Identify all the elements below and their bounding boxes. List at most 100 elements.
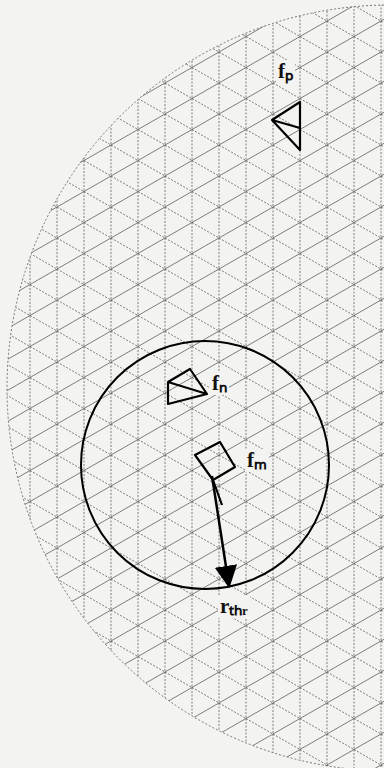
mesh-edge	[246, 176, 273, 192]
mesh-edge	[138, 657, 139, 688]
mesh-edge	[30, 316, 57, 332]
mesh-edge	[246, 502, 247, 533]
mesh-edge	[30, 533, 57, 549]
mesh-edge	[84, 750, 111, 766]
mesh-edge	[381, 719, 384, 735]
mesh-edge	[111, 672, 138, 688]
mesh-edge	[354, 657, 381, 673]
mesh-edge	[219, 424, 246, 440]
mesh-edge	[192, 595, 193, 626]
mesh-edge	[192, 254, 219, 270]
mesh-edge	[57, 52, 58, 83]
mesh-edge	[111, 83, 112, 114]
mesh-edge	[246, 21, 273, 37]
mesh-edge	[300, 486, 327, 502]
mesh-edge	[354, 300, 381, 316]
mesh-edge	[3, 688, 30, 704]
mesh-edge	[354, 161, 381, 177]
mesh-edge	[3, 579, 4, 610]
mesh-edge	[138, 378, 139, 409]
mesh-edge	[165, 393, 166, 424]
mesh-edge	[354, 502, 355, 533]
mesh-edge	[3, 424, 4, 455]
mesh-edge	[84, 564, 111, 580]
mesh-edge	[192, 145, 219, 161]
mesh-edge	[192, 657, 219, 673]
mesh-edge	[300, 285, 301, 316]
mesh-edge	[300, 161, 301, 192]
mesh-edge	[84, 114, 111, 130]
mesh-edge	[354, 52, 381, 68]
mesh-edge	[84, 595, 85, 626]
mesh-edge	[246, 192, 247, 223]
mesh-edge	[219, 68, 246, 84]
mesh-edge	[327, 145, 328, 176]
mesh-edge	[165, 269, 192, 285]
mesh-edge	[381, 316, 384, 332]
mesh-edge	[165, 595, 192, 611]
mesh-edge	[300, 52, 327, 68]
mesh-edge	[57, 130, 84, 146]
mesh-edge	[192, 161, 193, 192]
mesh-edge	[327, 362, 328, 393]
mesh-edge	[165, 254, 192, 270]
mesh-edge	[219, 703, 220, 734]
mesh-edge	[246, 672, 273, 688]
mesh-edge	[165, 362, 166, 393]
mesh-edge	[3, 192, 30, 208]
mesh-edge	[246, 471, 247, 502]
mesh-edge	[354, 99, 381, 115]
mesh-edge	[300, 595, 327, 611]
mesh-edge	[246, 6, 273, 22]
mesh-edge	[300, 626, 301, 657]
mesh-edge	[354, 626, 355, 657]
mesh-edge	[354, 517, 381, 533]
mesh-edge	[219, 641, 220, 672]
mesh-edge	[246, 471, 273, 487]
mesh-edge	[138, 300, 165, 316]
mesh-edge	[273, 765, 274, 768]
mesh-edge	[246, 362, 273, 378]
mesh-edge	[273, 672, 274, 703]
mesh-edge	[84, 37, 111, 53]
mesh-edge	[381, 765, 384, 768]
mesh-edge	[327, 440, 354, 456]
mesh-edge	[138, 145, 165, 161]
mesh-edge	[354, 130, 355, 161]
mesh-edge	[165, 533, 192, 549]
mesh-edge	[219, 316, 246, 332]
mesh-edge	[381, 207, 382, 238]
mesh-edge	[111, 517, 112, 548]
mesh-edge	[219, 409, 246, 425]
mesh-edge	[219, 393, 246, 409]
mesh-edge	[111, 254, 138, 270]
mesh-edge	[300, 114, 327, 130]
mesh-edge	[3, 238, 30, 254]
mesh-edge	[273, 145, 300, 161]
mesh-edge	[273, 0, 274, 21]
mesh-edge	[300, 316, 301, 347]
mesh-edge	[165, 517, 192, 533]
mesh-edge	[273, 6, 300, 22]
facet-label: rₜₕᵣ	[218, 595, 250, 618]
mesh-edge	[192, 223, 193, 254]
mesh-edge	[165, 703, 166, 734]
mesh-edge	[111, 0, 112, 21]
mesh-edge	[300, 703, 327, 719]
mesh-edge	[354, 238, 381, 254]
mesh-edge	[84, 362, 111, 378]
mesh-edge	[300, 440, 327, 456]
mesh-edge	[3, 114, 30, 130]
mesh-edge	[111, 238, 112, 269]
mesh-edge	[381, 424, 384, 440]
mesh-edge	[381, 300, 384, 316]
mesh-edge	[57, 331, 58, 362]
mesh-edge	[327, 548, 328, 579]
mesh-edge	[84, 254, 85, 285]
mesh-edge	[219, 223, 246, 239]
mesh-edge	[30, 52, 57, 68]
mesh-edge	[57, 68, 84, 84]
mesh-edge	[300, 223, 327, 239]
mesh-edge	[165, 734, 192, 750]
mesh-edge	[3, 254, 30, 270]
